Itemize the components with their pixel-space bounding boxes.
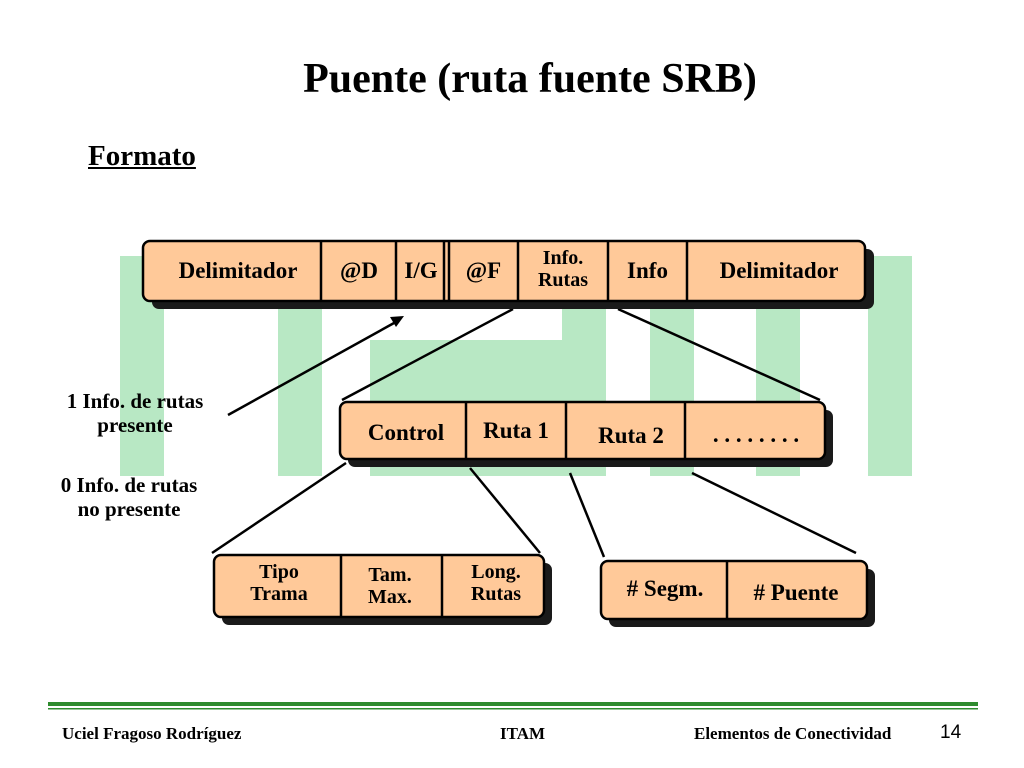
frame-box bbox=[141, 239, 874, 309]
route-field-bridge: # Puente bbox=[753, 580, 839, 605]
control-field-routing-length: Long. Rutas bbox=[470, 561, 521, 606]
control-field-frame-type: Tipo Trama bbox=[250, 561, 308, 606]
frame-field-routing-info: Info. Rutas bbox=[537, 247, 588, 292]
page-title: Puente (ruta fuente SRB) bbox=[303, 56, 757, 102]
frame-field-ig-bit: I/G bbox=[404, 258, 438, 283]
route-field-segment: # Segm. bbox=[626, 576, 704, 601]
frame-field-dest-address: @D bbox=[339, 258, 378, 283]
annotation-routing-absent: 0 Info. de rutas no presente bbox=[60, 473, 198, 521]
route-box bbox=[599, 559, 875, 627]
connector-ruta-left bbox=[568, 472, 606, 558]
annotation-arrow-line bbox=[227, 321, 395, 417]
frame-field-src-address: @F bbox=[465, 258, 502, 283]
connector-lines bbox=[211, 307, 857, 558]
annotation-routing-present: 1 Info. de rutas presente bbox=[66, 389, 204, 437]
footer-institution: ITAM bbox=[500, 724, 546, 743]
connector-control-right bbox=[469, 467, 541, 554]
control-field-max-size: Tam. Max. bbox=[368, 564, 412, 609]
routing-field-route-1: Ruta 1 bbox=[483, 418, 549, 443]
page-number: 14 bbox=[940, 722, 962, 743]
section-heading: Formato bbox=[88, 140, 196, 172]
frame-field-info: Info bbox=[627, 258, 668, 283]
connector-control-left bbox=[211, 461, 347, 555]
frame-field-delimiter-start: Delimitador bbox=[178, 258, 298, 283]
connector-ruta-right bbox=[691, 471, 857, 555]
frame-field-delimiter-end: Delimitador bbox=[719, 258, 839, 283]
routing-box bbox=[338, 400, 833, 467]
footer-rule bbox=[48, 702, 978, 710]
routing-field-route-2: Ruta 2 bbox=[598, 423, 664, 448]
connector-info-rutas-left bbox=[341, 307, 514, 402]
routing-field-control: Control bbox=[367, 420, 445, 445]
control-box bbox=[212, 553, 552, 625]
connector-info-rutas-right bbox=[617, 307, 821, 402]
footer-author: Uciel Fragoso Rodríguez bbox=[62, 724, 242, 743]
annotation-arrowhead bbox=[390, 316, 404, 327]
routing-field-ellipsis: . . . . . . . . bbox=[712, 422, 800, 447]
footer-course: Elementos de Conectividad bbox=[694, 724, 892, 743]
